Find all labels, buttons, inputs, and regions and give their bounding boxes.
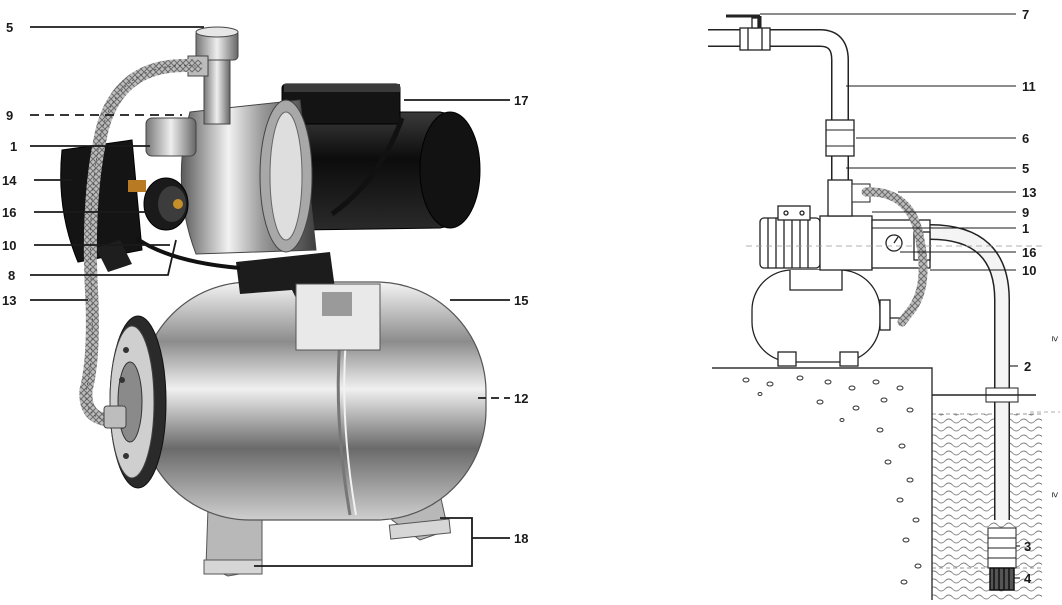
pressure-tank bbox=[109, 281, 487, 521]
left-callout-labels: 5 9 1 14 16 10 8 13 17 15 12 18 bbox=[2, 20, 528, 546]
installation-schematic bbox=[708, 14, 1060, 600]
right-callout-10: 10 bbox=[1022, 263, 1036, 278]
pressure-switch bbox=[60, 139, 241, 272]
pump-illustration bbox=[60, 26, 487, 577]
left-callout-18: 18 bbox=[514, 531, 528, 546]
left-callout-17: 17 bbox=[514, 93, 528, 108]
pump-housing bbox=[145, 99, 317, 255]
right-callout-lines bbox=[760, 13, 1020, 579]
left-callout-16: 16 bbox=[2, 205, 16, 220]
pump-bracket bbox=[236, 252, 381, 351]
well-water bbox=[932, 414, 1042, 600]
ground bbox=[712, 367, 933, 600]
right-callout-2: 2 bbox=[1024, 359, 1031, 374]
shut-off-valve bbox=[726, 14, 771, 51]
schematic-tank bbox=[751, 269, 905, 367]
right-callout-4: 4 bbox=[1024, 571, 1032, 586]
right-callout-5: 5 bbox=[1022, 161, 1029, 176]
left-callout-5: 5 bbox=[6, 20, 13, 35]
outlet-pipe bbox=[187, 26, 239, 125]
discharge-pipe bbox=[708, 29, 871, 217]
right-callout-11: 11 bbox=[1022, 79, 1036, 94]
right-callout-16: 16 bbox=[1022, 245, 1036, 260]
pressure-gauge bbox=[143, 177, 189, 231]
left-callout-14: 14 bbox=[2, 173, 17, 188]
right-callout-13: 13 bbox=[1022, 185, 1036, 200]
left-callout-12: 12 bbox=[514, 391, 528, 406]
right-callout-1: 1 bbox=[1022, 221, 1029, 236]
left-callout-13: 13 bbox=[2, 293, 16, 308]
left-callout-9: 9 bbox=[6, 108, 13, 123]
side-mark-lower: ≥ bbox=[1049, 492, 1060, 498]
schematic-hose bbox=[861, 187, 928, 327]
side-mark-upper: ≥ bbox=[1049, 336, 1060, 342]
left-callout-10: 10 bbox=[2, 238, 16, 253]
right-callout-9: 9 bbox=[1022, 205, 1029, 220]
right-callout-7: 7 bbox=[1022, 7, 1029, 22]
left-callout-8: 8 bbox=[8, 268, 15, 283]
left-callout-lines bbox=[30, 26, 510, 567]
foot-valve bbox=[989, 567, 1015, 591]
left-callout-1: 1 bbox=[10, 139, 17, 154]
right-callout-6: 6 bbox=[1022, 131, 1029, 146]
motor bbox=[281, 83, 481, 231]
right-callout-3: 3 bbox=[1024, 539, 1031, 554]
left-callout-15: 15 bbox=[514, 293, 528, 308]
right-callout-labels: 7 11 6 5 13 9 1 16 10 2 3 4 ≥ ≥ bbox=[1022, 7, 1060, 586]
